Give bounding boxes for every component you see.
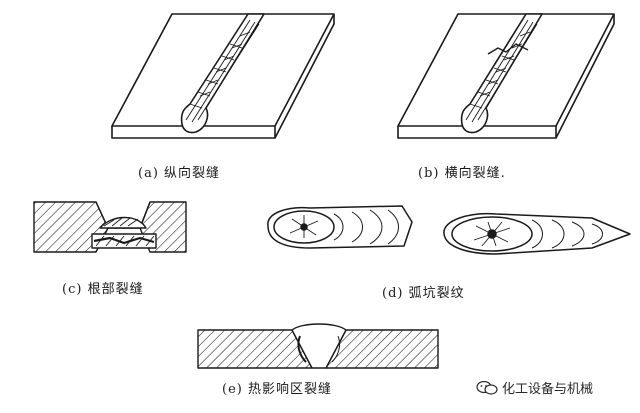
caption-d: (d) 弧坑裂纹 [382, 282, 465, 301]
caption-b-label: (b) [418, 166, 440, 181]
figure-d-crater-crack [267, 205, 631, 255]
watermark-text: 化工设备与机械 [502, 382, 594, 397]
caption-a: (a) 纵向裂缝 [138, 162, 220, 181]
caption-b-text: 横向裂缝. [444, 166, 506, 181]
caption-b: (b) 横向裂缝. [418, 162, 506, 181]
caption-c-label: (c) [62, 282, 83, 297]
caption-a-text: 纵向裂缝 [164, 166, 221, 181]
caption-c-text: 根部裂缝 [87, 282, 144, 297]
caption-d-label: (d) [382, 286, 404, 301]
figure-e-haz-crack [197, 323, 439, 369]
watermark: 化工设备与机械 [476, 378, 593, 397]
caption-c: (c) 根部裂缝 [62, 278, 144, 297]
figure-c-root-crack [33, 201, 187, 253]
figure-a-longitudinal-crack [111, 13, 335, 139]
caption-e: (e) 热影响区裂缝 [222, 378, 332, 397]
caption-a-label: (a) [138, 166, 159, 181]
wechat-icon [476, 380, 498, 395]
caption-e-text: 热影响区裂缝 [247, 382, 332, 397]
caption-e-label: (e) [222, 382, 243, 397]
caption-d-text: 弧坑裂纹 [408, 286, 465, 301]
figure-b-transverse-crack [397, 13, 615, 139]
